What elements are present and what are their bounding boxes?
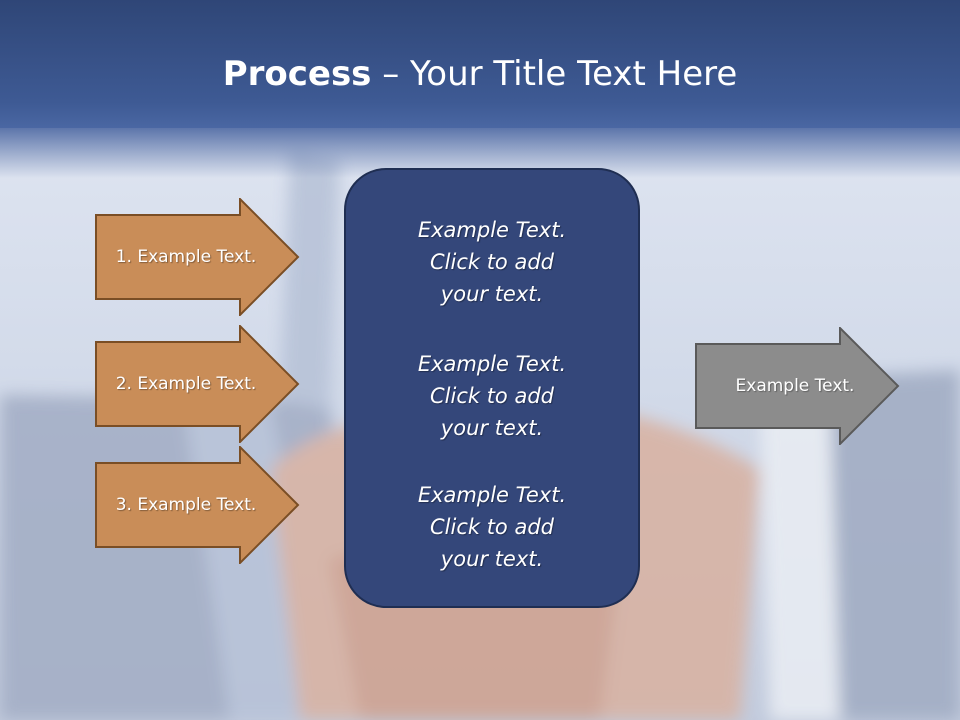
output-arrow[interactable]: Example Text.: [695, 327, 900, 445]
center-text-line: Click to add: [429, 250, 554, 274]
center-text-block-1[interactable]: Example Text. Click to add your text.: [346, 214, 638, 310]
center-text-box[interactable]: Example Text. Click to add your text. Ex…: [344, 168, 640, 608]
center-text-line: Example Text.: [417, 483, 567, 507]
output-arrow-label: Example Text.: [735, 376, 855, 396]
step-arrow-label-3: 3. Example Text.: [115, 495, 257, 515]
center-text-block-3[interactable]: Example Text. Click to add your text.: [346, 479, 638, 575]
center-text-line: your text.: [440, 282, 544, 306]
center-text-block-2[interactable]: Example Text. Click to add your text.: [346, 348, 638, 444]
step-arrow-label-2: 2. Example Text.: [115, 374, 257, 394]
slide-title-strong: Process: [222, 54, 372, 94]
center-text-line: your text.: [440, 547, 544, 571]
center-text-line: Example Text.: [417, 352, 567, 376]
step-arrow-2[interactable]: 2. Example Text.: [95, 325, 300, 443]
step-arrow-1[interactable]: 1. Example Text.: [95, 198, 300, 316]
center-text-line: Click to add: [429, 515, 554, 539]
step-arrow-3[interactable]: 3. Example Text.: [95, 446, 300, 564]
slide-title[interactable]: Process – Your Title Text Here: [0, 52, 960, 96]
slide-title-rest: – Your Title Text Here: [371, 54, 738, 94]
center-text-line: Example Text.: [417, 218, 567, 242]
step-arrow-label-1: 1. Example Text.: [115, 247, 257, 267]
center-text-line: your text.: [440, 416, 544, 440]
center-text-line: Click to add: [429, 384, 554, 408]
title-bar: [0, 0, 960, 128]
